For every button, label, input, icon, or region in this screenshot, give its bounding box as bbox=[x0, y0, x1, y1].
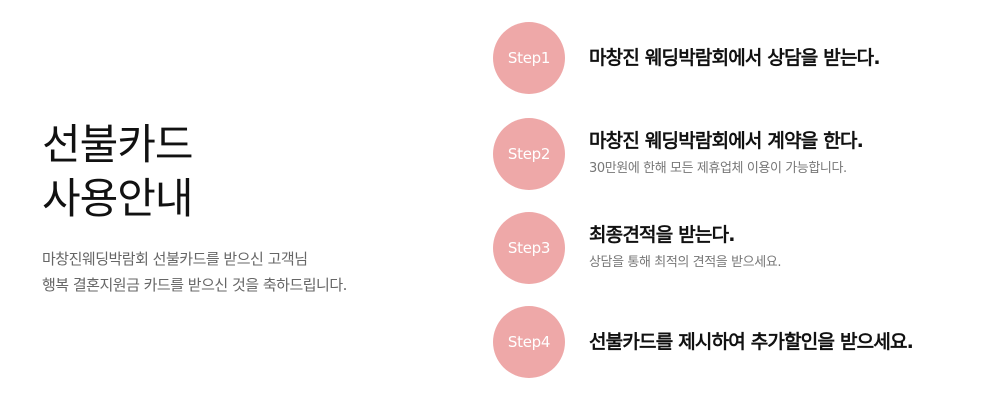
step-texts-2: 마창진 웨딩박람회에서 계약을 한다. 30만원에 한해 모든 제휴업체 이용이… bbox=[589, 118, 993, 190]
step-subtitle-3: 상담을 통해 최적의 견적을 받으세요. bbox=[589, 255, 782, 270]
step-item-1: Step1 마창진 웨딩박람회에서 상담을 받는다. bbox=[493, 22, 993, 94]
intro-description-line-2: 행복 결혼지원금 카드를 받으신 것을 축하드립니다. bbox=[42, 276, 347, 294]
step-title-3: 최종견적을 받는다. bbox=[589, 224, 735, 246]
step-badge-4: Step4 bbox=[493, 306, 565, 378]
step-item-2: Step2 마창진 웨딩박람회에서 계약을 한다. 30만원에 한해 모든 제휴… bbox=[493, 118, 993, 190]
step-subtitle-2: 30만원에 한해 모든 제휴업체 이용이 가능합니다. bbox=[589, 161, 847, 176]
step-title-2: 마창진 웨딩박람회에서 계약을 한다. bbox=[589, 130, 864, 152]
intro-section: 선불카드 사용안내 마창진웨딩박람회 선불카드를 받으신 고객님 행복 결혼지원… bbox=[42, 118, 462, 298]
page-title-line-2: 사용안내 bbox=[42, 174, 194, 223]
step-title-1: 마창진 웨딩박람회에서 상담을 받는다. bbox=[589, 47, 881, 69]
intro-description: 마창진웨딩박람회 선불카드를 받으신 고객님 행복 결혼지원금 카드를 받으신 … bbox=[42, 246, 462, 298]
step-title-4: 선불카드를 제시하여 추가할인을 받으세요. bbox=[589, 331, 914, 353]
step-texts-3: 최종견적을 받는다. 상담을 통해 최적의 견적을 받으세요. bbox=[589, 212, 993, 284]
step-item-3: Step3 최종견적을 받는다. 상담을 통해 최적의 견적을 받으세요. bbox=[493, 212, 993, 284]
page-title: 선불카드 사용안내 bbox=[42, 118, 462, 226]
step-texts-1: 마창진 웨딩박람회에서 상담을 받는다. bbox=[589, 22, 993, 94]
step-badge-2: Step2 bbox=[493, 118, 565, 190]
page-title-line-1: 선불카드 bbox=[42, 120, 194, 169]
intro-description-line-1: 마창진웨딩박람회 선불카드를 받으신 고객님 bbox=[42, 250, 308, 268]
step-item-4: Step4 선불카드를 제시하여 추가할인을 받으세요. bbox=[493, 306, 993, 378]
step-badge-1: Step1 bbox=[493, 22, 565, 94]
step-badge-3: Step3 bbox=[493, 212, 565, 284]
step-texts-4: 선불카드를 제시하여 추가할인을 받으세요. bbox=[589, 306, 993, 378]
